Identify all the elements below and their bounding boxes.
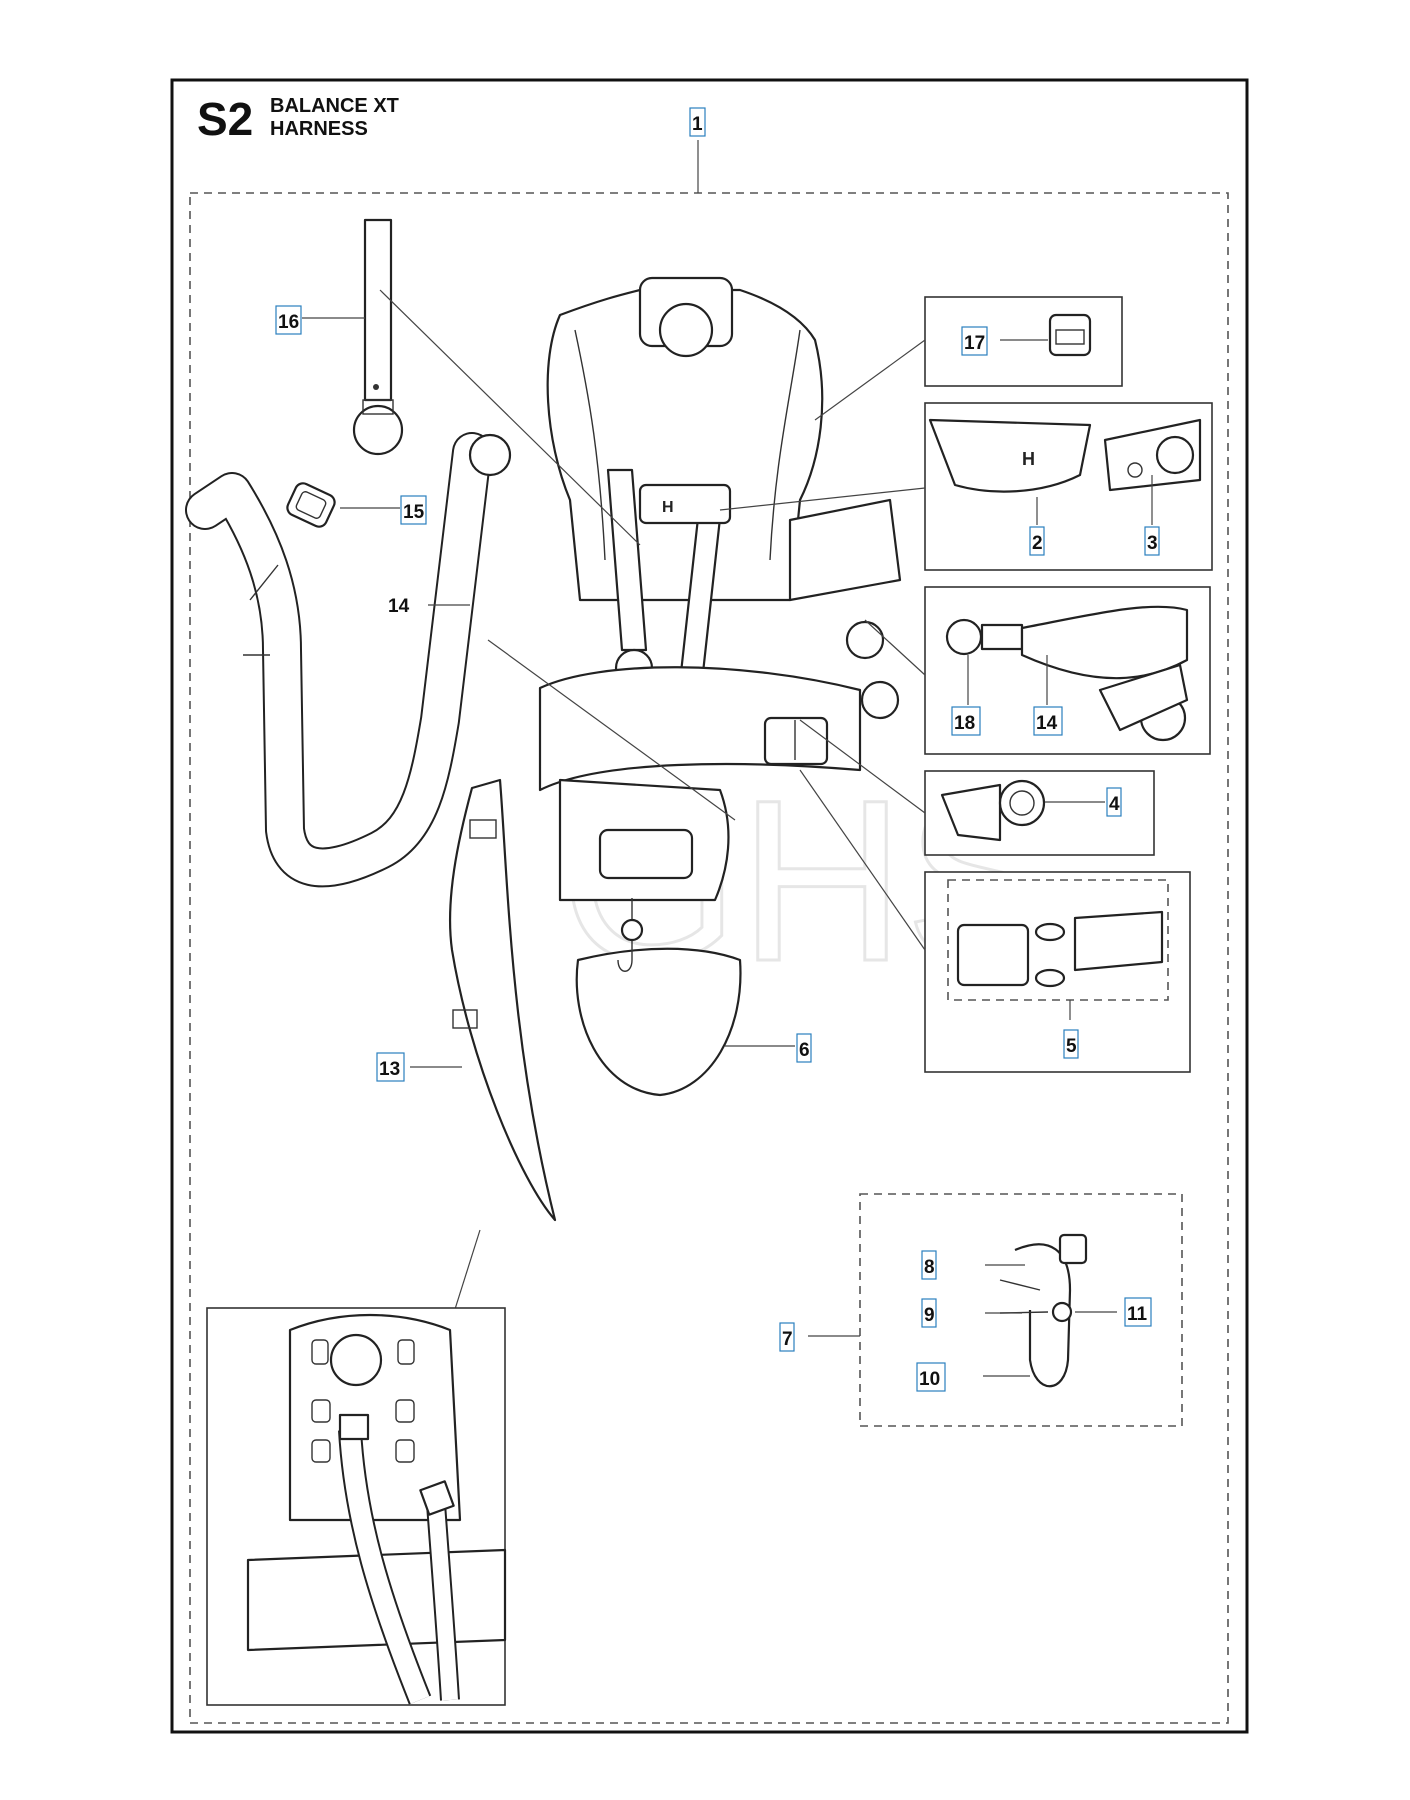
callout-7: 7 [779,1322,795,1352]
outer-frame [170,78,1249,1734]
callout-8: 8 [921,1250,937,1280]
callout-6: 6 [796,1033,812,1063]
section-code: S2 [197,93,253,145]
title-line-1: BALANCE XT [270,95,399,117]
svg-text:7: 7 [782,1329,793,1350]
subbox-5 [799,769,1191,1073]
callout-2: 2 [1029,526,1045,556]
callout-5: 5 [1063,1029,1079,1059]
svg-text:17: 17 [964,333,985,354]
part-13-pad [449,778,557,1222]
svg-text:14: 14 [1036,713,1058,734]
svg-text:14: 14 [388,596,410,617]
svg-text:1: 1 [692,114,703,135]
assembly-frame [189,192,1229,1724]
svg-text:18: 18 [954,713,975,734]
part-14-hose [185,432,512,888]
callout-1: 1 [689,107,706,137]
svg-text:H: H [662,499,674,516]
svg-text:6: 6 [799,1040,810,1061]
callout-18: 18 [951,706,981,736]
svg-text:15: 15 [403,502,425,523]
subbox-7-hook [808,1193,1183,1427]
callout-9: 9 [921,1298,937,1328]
svg-text:13: 13 [379,1059,400,1080]
callout-16: 16 [275,305,302,335]
subbox-17 [814,296,1123,421]
svg-text:9: 9 [924,1305,935,1326]
svg-text:8: 8 [924,1257,935,1278]
inset-detail [206,1307,507,1706]
title-line-2: HARNESS [270,118,368,140]
part-16-strap [352,218,404,456]
svg-text:11: 11 [1127,1304,1148,1325]
svg-text:16: 16 [278,312,299,333]
svg-text:4: 4 [1109,794,1120,815]
subbox-4 [799,719,1155,856]
callout-14-box: 14 [1033,706,1063,736]
callout-4: 4 [1106,787,1122,817]
svg-text:5: 5 [1066,1036,1077,1057]
svg-text:10: 10 [919,1369,940,1390]
callout-14-hose: 14 [388,596,410,617]
callout-15: 15 [400,495,427,525]
subbox-2-3: H [719,402,1213,571]
svg-text:3: 3 [1147,533,1158,554]
subbox-18-14 [864,586,1211,755]
svg-text:2: 2 [1032,533,1043,554]
part-15-buckle [286,482,336,528]
callout-11: 11 [1124,1297,1152,1327]
callout-10: 10 [916,1362,946,1392]
callout-13: 13 [376,1052,405,1082]
callout-17: 17 [961,326,988,356]
svg-text:H: H [1022,449,1035,469]
callout-3: 3 [1144,526,1160,556]
